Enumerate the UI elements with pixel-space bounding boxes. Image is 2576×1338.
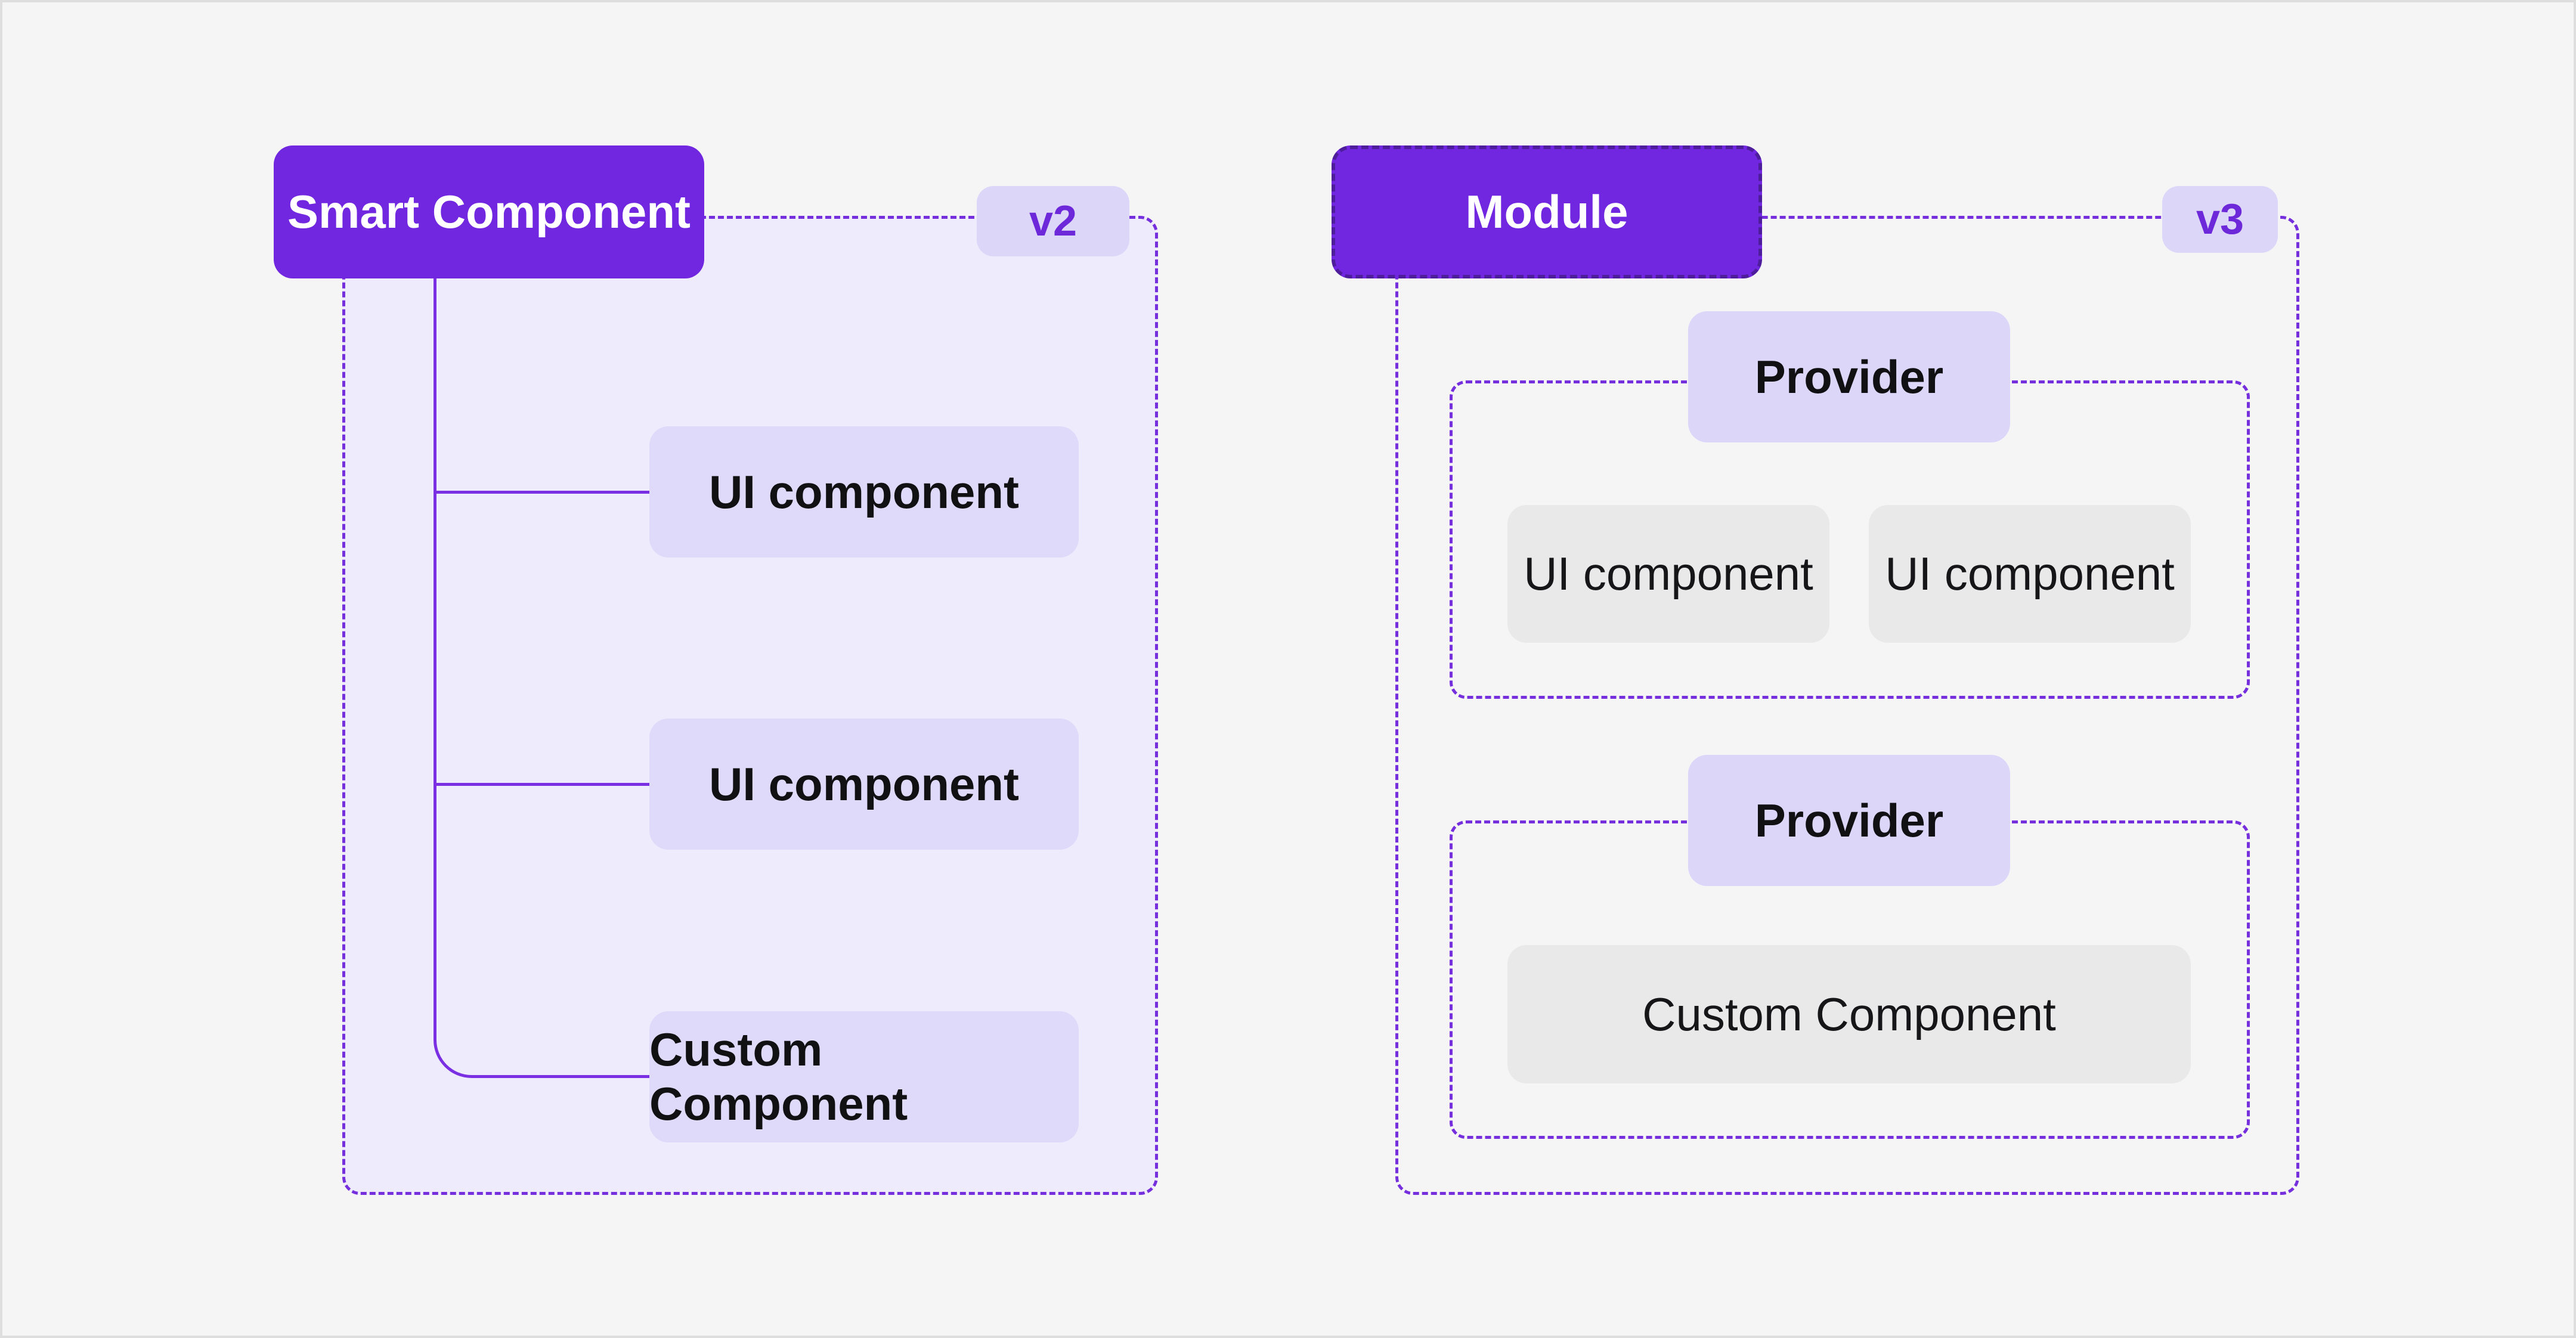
branch-connector-line bbox=[436, 491, 649, 494]
ui-component-node: UI component bbox=[649, 426, 1079, 558]
provider-label-text: Provider bbox=[1754, 350, 1944, 403]
module-scope bbox=[1395, 216, 2299, 1195]
ui-component-label: UI component bbox=[1524, 547, 1813, 600]
module-label: Module bbox=[1465, 185, 1628, 238]
ui-component-label: UI component bbox=[1885, 547, 2175, 600]
branch-connector-line bbox=[436, 783, 649, 786]
smart-component-node: Smart Component bbox=[274, 145, 704, 278]
version-badge-v3: v3 bbox=[2162, 186, 2278, 253]
tree-connector-line bbox=[434, 277, 651, 1078]
custom-component-node: Custom Component bbox=[649, 1011, 1079, 1142]
ui-component-node: UI component bbox=[1869, 505, 2191, 643]
ui-component-label: UI component bbox=[709, 757, 1019, 810]
version-badge-v3-label: v3 bbox=[2196, 196, 2244, 243]
version-badge-v2-label: v2 bbox=[1029, 197, 1078, 245]
custom-component-label: Custom Component bbox=[1642, 987, 2056, 1040]
custom-component-node: Custom Component bbox=[1507, 945, 2191, 1083]
provider-node: Provider bbox=[1688, 311, 2010, 442]
ui-component-label: UI component bbox=[709, 465, 1019, 518]
provider-label-text: Provider bbox=[1754, 794, 1944, 847]
custom-component-label: Custom Component bbox=[649, 1023, 908, 1130]
ui-component-node: UI component bbox=[649, 718, 1079, 850]
version-badge-v2: v2 bbox=[977, 186, 1129, 256]
provider-node: Provider bbox=[1688, 755, 2010, 886]
ui-component-node: UI component bbox=[1507, 505, 1829, 643]
smart-component-label: Smart Component bbox=[287, 185, 691, 238]
module-node: Module bbox=[1332, 145, 1762, 278]
